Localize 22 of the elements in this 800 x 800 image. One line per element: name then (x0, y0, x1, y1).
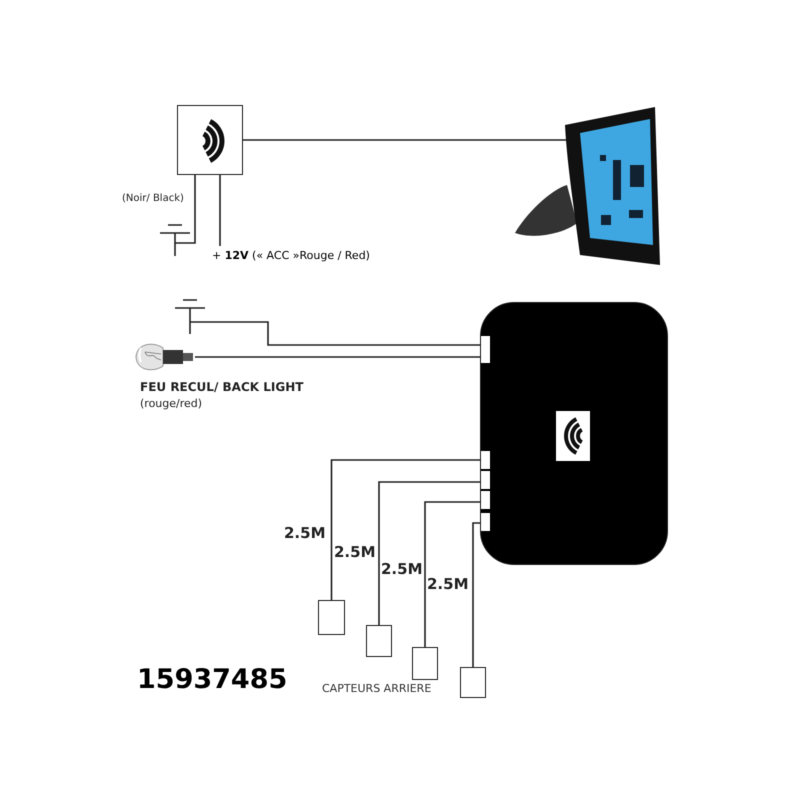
sensor-box (318, 600, 345, 635)
wire (378, 481, 480, 625)
power-label: + 12V (« ACC »Rouge / Red) (212, 246, 402, 268)
edge-label: (Noir/ Black) (122, 193, 184, 204)
sensor-box (412, 647, 438, 680)
node-caption: FEU RECUL/ BACK LIGHT (140, 380, 304, 394)
sensor-caption: CAPTEURS ARRIERE (322, 682, 432, 695)
wire (192, 175, 196, 244)
sensor-box (366, 625, 392, 657)
sensor-box (460, 667, 486, 698)
wire (206, 321, 480, 346)
wire (472, 522, 480, 667)
wire (195, 356, 480, 358)
wire (243, 139, 568, 141)
ground-symbol (172, 296, 206, 334)
control-unit (480, 302, 668, 565)
wire (424, 501, 480, 647)
wire (219, 175, 221, 246)
node-caption: (rouge/red) (140, 397, 202, 410)
receiver-box (177, 105, 243, 175)
wire (330, 459, 480, 600)
reference-number: 15937485 (137, 664, 288, 695)
